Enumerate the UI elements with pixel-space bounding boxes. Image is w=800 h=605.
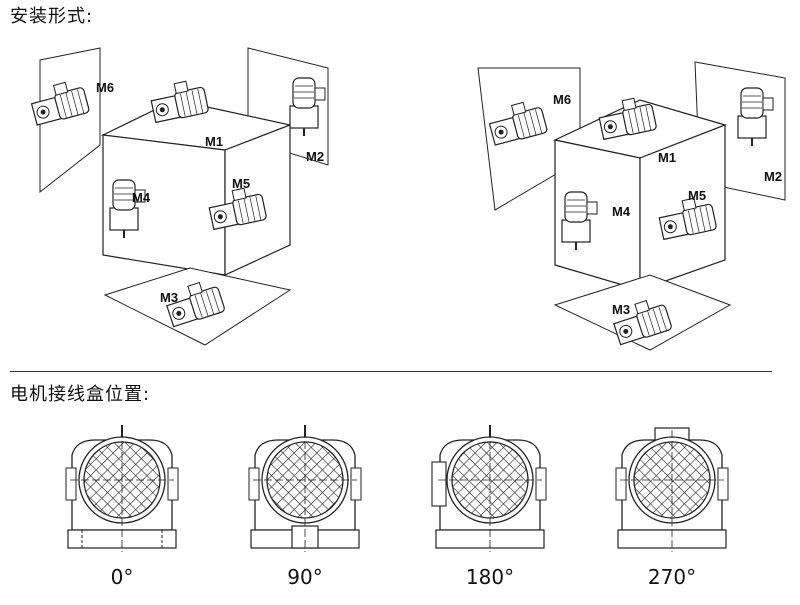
angle-label-180: 180°: [465, 565, 515, 589]
label-right-m5: M5: [688, 188, 706, 203]
terminal-box-view-180: [431, 425, 547, 552]
label-left-m1: M1: [205, 134, 223, 149]
angle-label-0: 0°: [110, 565, 134, 589]
label-left-m3: M3: [160, 290, 178, 305]
section-divider: [10, 371, 772, 372]
label-right-m6: M6: [553, 92, 571, 107]
terminal-box-view-90: [248, 425, 362, 552]
label-right-m1: M1: [658, 150, 676, 165]
label-left-m6: M6: [96, 80, 114, 95]
label-left-m5: M5: [232, 176, 250, 191]
label-right-m3: M3: [612, 302, 630, 317]
left-mounting-diagram: M6 M1 M2 M4 M5 M3: [27, 47, 329, 346]
right-mounting-diagram: M6 M1 M2 M4 M5 M3: [477, 61, 786, 351]
mounting-section-title: 安装形式:: [10, 6, 94, 27]
terminal-box-view-0: [65, 425, 179, 552]
angle-label-270: 270°: [647, 565, 697, 589]
terminal-box-view-270: [615, 427, 729, 552]
angle-label-90: 90°: [287, 565, 323, 589]
label-right-m2: M2: [764, 169, 782, 184]
label-right-m4: M4: [612, 204, 631, 219]
terminal-box-section-title: 电机接线盒位置:: [10, 384, 151, 405]
label-left-m2: M2: [306, 149, 324, 164]
label-left-m4: M4: [132, 190, 151, 205]
